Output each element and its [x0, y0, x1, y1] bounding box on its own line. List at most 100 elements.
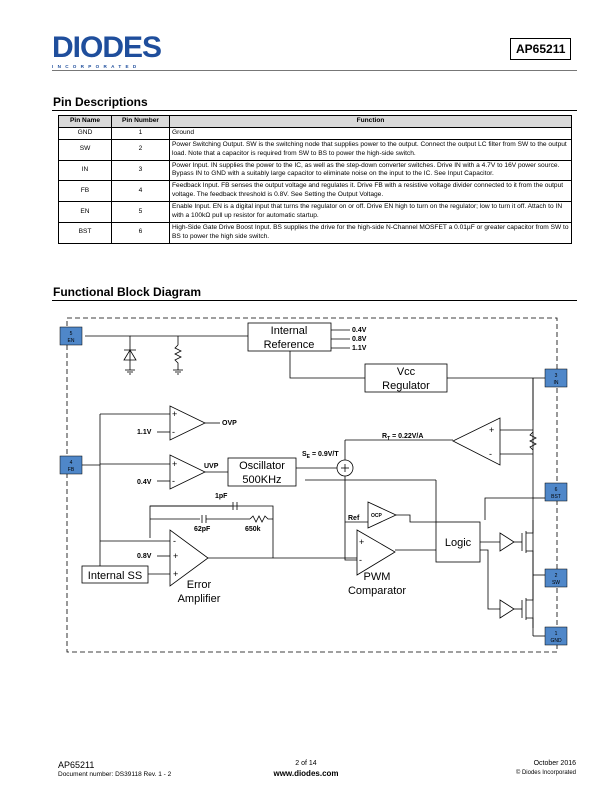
pin-fb-box [59, 455, 83, 475]
pin-sw-name: SW [552, 580, 560, 586]
pin-en-box [59, 326, 83, 346]
cs-minus: - [489, 449, 492, 459]
error-amp-line1: Error [187, 579, 212, 591]
block-diagram-title: Functional Block Diagram [53, 285, 202, 299]
pin-gnd-name: GND [550, 638, 562, 644]
pin-sw-box [544, 568, 568, 588]
pin-title-rule [52, 110, 577, 111]
footer-copyright: © Diodes Incorporated [515, 770, 576, 776]
pin-table: Pin Name Pin Number Function GND 1 Groun… [58, 115, 572, 244]
table-row: IN 3 Power Input. IN supplies the power … [58, 159, 572, 182]
col-pin-name: Pin Name [58, 115, 112, 128]
ea-ref: 0.8V [137, 553, 152, 560]
pin-bst-num: 6 [555, 487, 558, 493]
pin-fb-name: FB [68, 467, 75, 473]
table-row: BST 6 High-Side Gate Drive Boost Input. … [58, 221, 572, 244]
pin-in-num: 3 [555, 373, 558, 379]
vcc-regulator-line1: Vcc [397, 366, 416, 378]
pin-gnd-box [544, 626, 568, 646]
pwm-minus: - [359, 555, 362, 565]
pin-function: Feedback Input. FB senses the output vol… [169, 180, 572, 203]
pin-function: Enable Input. EN is a digital input that… [169, 201, 572, 223]
ref-voltage-04: 0.4V [352, 327, 367, 334]
ea-plus1: + [173, 551, 178, 561]
ocp-label: OCP [371, 513, 383, 519]
rt-subscript: T [387, 436, 390, 442]
internal-ss-label: Internal SS [88, 570, 142, 582]
ovp-minus: - [172, 427, 175, 437]
se-value: = 0.9V/T [310, 451, 339, 458]
footer-doc: Document number: DS39118 Rev. 1 - 2 [58, 771, 172, 778]
rt-value: = 0.22V/A [390, 433, 423, 440]
pin-in-name: IN [554, 380, 559, 386]
pin-in-box [544, 368, 568, 388]
se-annotation: SE = 0.9V/T [302, 451, 339, 460]
pin-sw-num: 2 [555, 573, 558, 579]
uvp-comparator [169, 454, 206, 490]
error-amp-line2: Amplifier [178, 593, 221, 605]
pin-number: 1 [111, 126, 170, 140]
ref-voltage-11: 1.1V [352, 345, 367, 352]
pin-gnd-num: 1 [555, 631, 558, 637]
ea-minus: - [173, 536, 176, 546]
cap-1pf: 1pF [215, 493, 228, 500]
current-sense-amp [452, 417, 501, 466]
footer-part: AP65211 [58, 760, 95, 770]
ovp-plus: + [172, 409, 177, 419]
footer-page: 2 of 14 [295, 760, 317, 767]
cap-62pf: 62pF [194, 526, 211, 533]
se-symbol: S [302, 451, 307, 458]
pwm-comparator [356, 529, 396, 576]
uvp-plus: + [172, 459, 177, 469]
res-650k: 650k [245, 526, 261, 533]
oscillator-block [227, 457, 297, 487]
pin-bst-name: BST [551, 494, 561, 500]
ea-plus2: + [173, 569, 178, 579]
uvp-ref: 0.4V [137, 479, 152, 486]
uvp-label: UVP [204, 463, 219, 470]
header-rule [52, 70, 577, 71]
block-title-rule [52, 300, 577, 301]
ref-voltage-08: 0.8V [352, 336, 367, 343]
pwm-comp-line1: PWM [364, 571, 391, 583]
pin-en-num: 5 [70, 331, 73, 337]
pin-bst-box [544, 482, 568, 502]
logo-wordmark: DIODES [52, 31, 162, 64]
col-pin-number: Pin Number [111, 115, 170, 128]
pin-function: Power Switching Output. SW is the switch… [169, 138, 572, 161]
logo-subtitle: INCORPORATED [52, 64, 141, 69]
pin-function: Power Input. IN supplies the power to th… [169, 159, 572, 182]
se-subscript: E [307, 454, 311, 460]
pin-fb-num: 4 [70, 460, 73, 466]
pin-name: IN [58, 159, 112, 182]
footer-date: October 2016 [533, 760, 576, 767]
col-function: Function [169, 115, 572, 128]
pwm-comp-line2: Comparator [348, 585, 406, 597]
ovp-ref: 1.1V [137, 429, 152, 436]
uvp-minus: - [172, 476, 175, 486]
footer-url[interactable]: www.diodes.com [273, 769, 339, 778]
pin-name: BST [58, 221, 112, 244]
pin-descriptions-title: Pin Descriptions [53, 95, 148, 109]
pin-table-header: Pin Name Pin Number Function [58, 115, 572, 128]
diodes-logo: DIODES INCORPORATED [52, 31, 162, 70]
internal-ss-block [81, 565, 149, 584]
cs-plus: + [489, 425, 494, 435]
table-row: EN 5 Enable Input. EN is a digital input… [58, 201, 572, 223]
part-number-box: AP65211 [510, 38, 572, 60]
ocp-comparator [367, 501, 397, 529]
vcc-regulator-line2: Regulator [382, 380, 430, 392]
pin-en-name: EN [68, 338, 75, 344]
pin-function: Ground [169, 126, 572, 140]
table-row: SW 2 Power Switching Output. SW is the s… [58, 138, 572, 161]
logic-label: Logic [445, 537, 472, 549]
pwm-plus: + [359, 537, 364, 547]
oscillator-line1: Oscillator [239, 460, 285, 472]
oscillator-line2: 500KHz [242, 474, 281, 486]
high-side-driver [499, 532, 515, 552]
pin-function: High-Side Gate Drive Boost Input. BS sup… [169, 221, 572, 244]
rt-symbol: R [382, 433, 387, 440]
ovp-label: OVP [222, 420, 237, 427]
ref-label: Ref [348, 515, 360, 522]
